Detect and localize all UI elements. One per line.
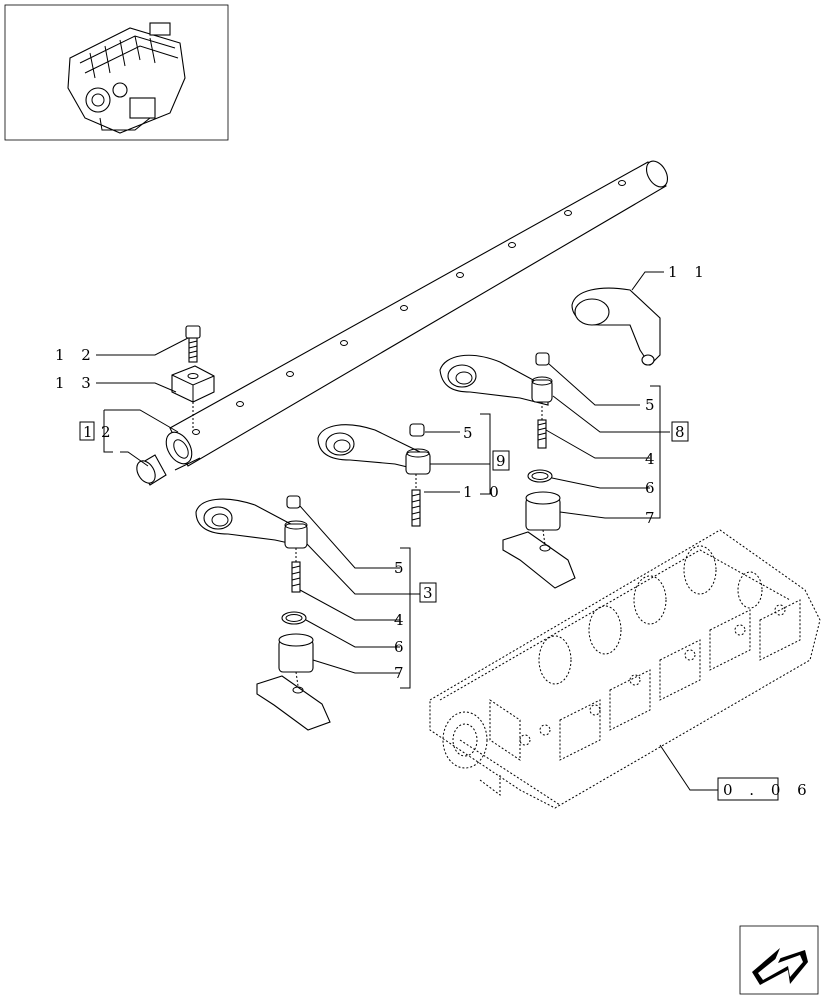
callout-4-top: 4 (645, 450, 661, 468)
callout-1-box (79, 421, 95, 441)
callout-006: 0 . 0 6 . (723, 781, 824, 799)
callout-13: 1 3 (55, 374, 97, 392)
page-back-arrow-icon[interactable] (739, 925, 819, 995)
engine-thumbnail-icon[interactable] (4, 4, 229, 141)
callout-3: 3 (423, 584, 439, 602)
callout-5-top: 5 (645, 396, 661, 414)
callout-12: 1 2 (55, 346, 97, 364)
callout-10: 1 0 (463, 483, 505, 501)
shaft-holes (192, 180, 626, 435)
rocker-arm-part-11 (571, 287, 661, 366)
callout-5-mid: 5 (463, 424, 479, 442)
cylinder-head-reference (429, 529, 821, 809)
rocker-arm-group-3 (195, 495, 331, 731)
callout-11: 1 1 (668, 263, 710, 281)
rocker-arm-group-8 (439, 352, 576, 589)
callout-7-low: 7 (394, 664, 410, 682)
callout-8-box (671, 421, 689, 442)
callout-2-boxed: 2 (101, 423, 117, 441)
callout-3-box (419, 582, 437, 603)
callout-6-top: 6 (645, 479, 661, 497)
callout-4-low: 4 (394, 611, 410, 629)
callout-6-low: 6 (394, 638, 410, 656)
callout-006-box (717, 777, 779, 801)
callout-labels: 1 2 1 3 1 2 1 1 5 8 4 6 7 5 9 1 0 5 3 4 … (55, 263, 824, 801)
callout-8: 8 (675, 423, 691, 441)
leader-lines (96, 271, 718, 791)
rocker-arm-group-9 (317, 423, 431, 527)
rocker-shaft (165, 160, 669, 471)
block-part-13 (171, 365, 215, 403)
callout-1-boxed: 1 (83, 423, 99, 441)
screw-part-12 (185, 325, 201, 363)
callout-7-top: 7 (645, 509, 661, 527)
shaft-plug (136, 454, 167, 486)
callout-9: 9 (496, 452, 512, 470)
callout-9-box (492, 450, 510, 471)
callout-5-low: 5 (394, 559, 410, 577)
